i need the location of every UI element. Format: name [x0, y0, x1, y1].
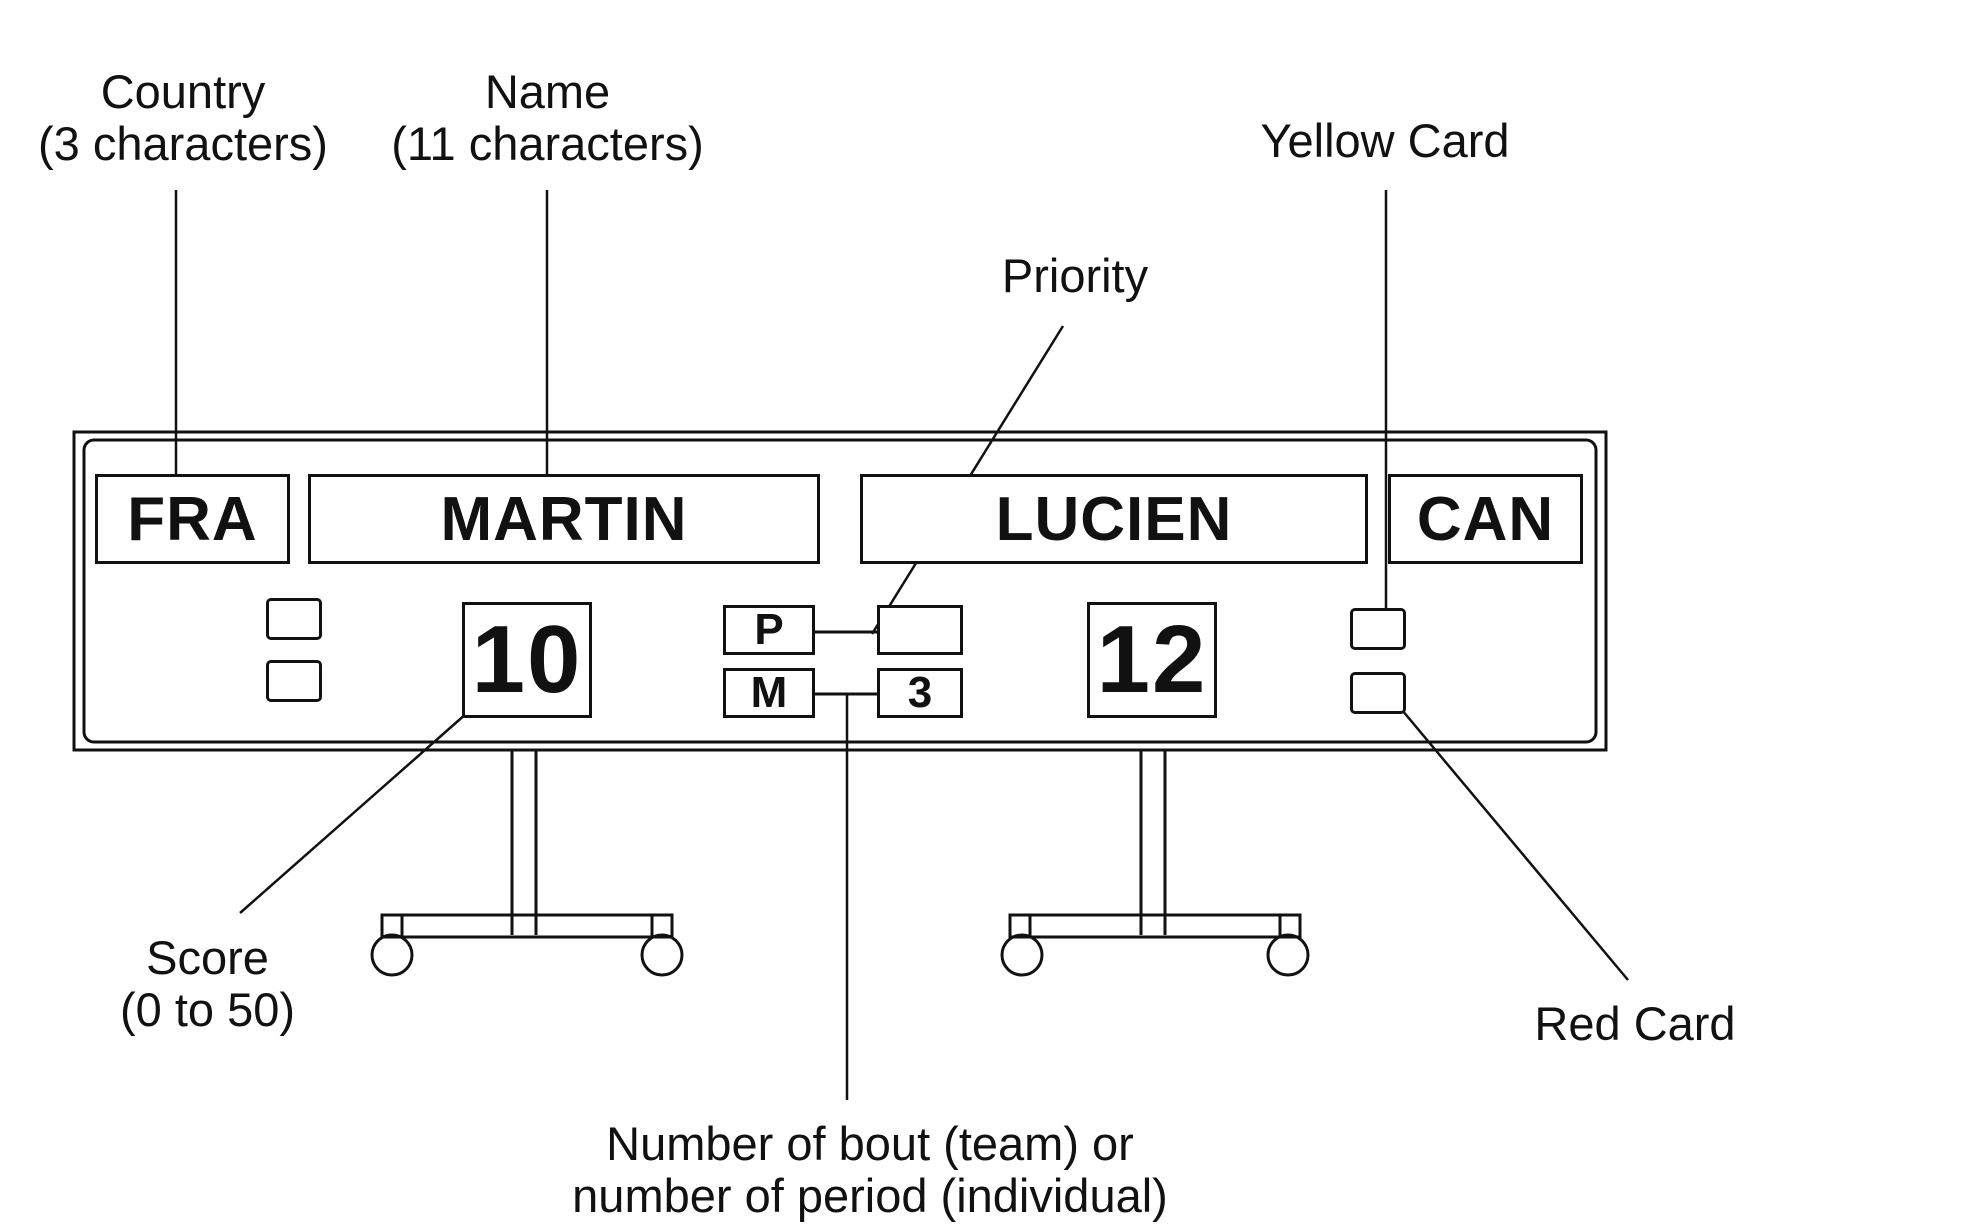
left-name-display: MARTIN — [308, 474, 820, 564]
priority-label-text: P — [754, 605, 784, 654]
right-yellow-card-lamp — [1350, 608, 1406, 650]
left-country-display: FRA — [95, 474, 290, 564]
left-name-text: MARTIN — [440, 484, 688, 554]
bout-callout-line-2: number of period (individual) — [572, 1169, 1168, 1222]
country-callout-line-1: Country — [100, 65, 266, 118]
right-name-display: LUCIEN — [860, 474, 1368, 564]
yellow-card-callout: Yellow Card — [1260, 114, 1510, 167]
right-stand — [1000, 750, 1310, 977]
name-callout-line-1: Name — [484, 65, 611, 118]
bout-number-text: 3 — [907, 668, 933, 717]
left-red-card-lamp — [266, 660, 322, 702]
right-country-text: CAN — [1416, 484, 1555, 554]
bout-callout-line-1: Number of bout (team) or — [606, 1117, 1134, 1170]
left-score-display: 10 — [462, 602, 592, 718]
name-callout: Name (11 characters) — [370, 66, 725, 170]
right-country-display: CAN — [1388, 474, 1583, 564]
red-card-callout: Red Card — [1534, 997, 1736, 1050]
scoreboard-frame-outer — [72, 430, 1608, 752]
priority-indicator-box — [877, 605, 963, 655]
score-leader — [239, 712, 468, 914]
match-label-box: M — [723, 668, 815, 718]
left-stand — [370, 750, 684, 977]
score-callout-line-2: (0 to 50) — [119, 983, 296, 1036]
scoreboard-frame-inner — [82, 438, 1598, 744]
left-yellow-card-lamp — [266, 598, 322, 640]
right-name-text: LUCIEN — [995, 484, 1233, 554]
country-callout: Country (3 characters) — [18, 66, 348, 170]
red-card-leader — [1401, 709, 1629, 981]
priority-label-box: P — [723, 605, 815, 655]
left-country-text: FRA — [127, 484, 258, 554]
score-callout: Score (0 to 50) — [95, 932, 320, 1036]
match-label-text: M — [750, 668, 788, 717]
bout-number-box: 3 — [877, 668, 963, 718]
name-callout-line-2: (11 characters) — [391, 117, 704, 170]
right-red-card-lamp — [1350, 672, 1406, 714]
right-score-text: 12 — [1096, 606, 1208, 713]
score-callout-line-1: Score — [146, 931, 269, 984]
priority-callout: Priority — [1001, 249, 1149, 302]
right-score-display: 12 — [1087, 602, 1217, 718]
bout-callout: Number of bout (team) or number of perio… — [530, 1118, 1210, 1222]
left-score-text: 10 — [471, 606, 583, 713]
country-callout-line-2: (3 characters) — [38, 117, 328, 170]
